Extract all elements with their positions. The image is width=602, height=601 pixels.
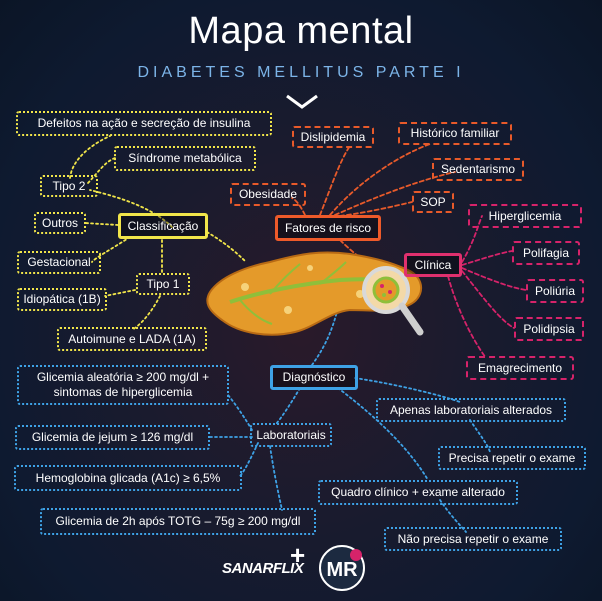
node-outros: Outros	[34, 212, 86, 234]
node-sedentarismo: Sedentarismo	[432, 158, 524, 181]
node-gestacional: Gestacional	[17, 251, 101, 274]
node-polifagia: Polifagia	[512, 241, 580, 265]
node-idiopatica: Idiopática (1B)	[17, 288, 107, 311]
node-apenas-laboratoriais: Apenas laboratoriais alterados	[376, 398, 566, 422]
page-title: Mapa mental	[188, 10, 414, 52]
chevron-down-icon	[286, 94, 318, 109]
sanarflix-logo-part1: SANAR	[222, 560, 273, 577]
node-defeitos-insulina: Defeitos na ação e secreção de insulina	[16, 111, 272, 136]
pancreas-illustration	[206, 251, 423, 336]
node-hiperglicemia: Hiperglicemia	[468, 204, 582, 228]
node-poliuria: Poliúria	[526, 279, 584, 303]
sanarflix-logo: SANARFLIX	[222, 560, 304, 577]
node-obesidade: Obesidade	[230, 183, 306, 206]
sanarflix-logo-part2: FLIX	[272, 560, 304, 577]
node-quadro-clinico: Quadro clínico + exame alterado	[318, 480, 518, 505]
node-laboratoriais: Laboratoriais	[250, 423, 332, 447]
plus-sign: +	[290, 540, 306, 570]
node-tipo-2: Tipo 2	[40, 175, 98, 197]
mr-logo-text: MR	[326, 559, 358, 581]
node-emagrecimento: Emagrecimento	[466, 356, 574, 380]
node-sindrome-metabolica: Síndrome metabólica	[114, 146, 256, 171]
node-tipo-1: Tipo 1	[136, 273, 190, 295]
node-classificacao: Classificação	[118, 213, 208, 239]
node-fatores-de-risco: Fatores de risco	[275, 215, 381, 241]
node-clinica: Clínica	[404, 253, 462, 277]
node-nao-precisa-repetir: Não precisa repetir o exame	[384, 527, 562, 551]
node-glicemia-totg: Glicemia de 2h após TOTG – 75g ≥ 200 mg/…	[40, 508, 316, 535]
node-historico-familiar: Histórico familiar	[398, 122, 512, 145]
node-autoimune-lada: Autoimune e LADA (1A)	[57, 327, 207, 351]
glicemia-aleatoria-line1: Glicemia aleatória ≥ 200 mg/dl +	[36, 370, 210, 384]
mr-logo-emblem: MR	[319, 545, 365, 591]
clinica-connectors	[447, 215, 527, 359]
mr-logo: MR	[312, 543, 372, 598]
classificacao-connectors	[69, 135, 247, 331]
node-hemoglobina-glicada: Hemoglobina glicada (A1c) ≥ 6,5%	[14, 465, 242, 491]
node-glicemia-aleatoria: Glicemia aleatória ≥ 200 mg/dl + sintoma…	[17, 365, 229, 405]
page-subtitle: DIABETES MELLITUS PARTE I	[137, 64, 465, 81]
node-glicemia-jejum: Glicemia de jejum ≥ 126 mg/dl	[15, 425, 210, 450]
magnifier-icon	[362, 266, 424, 336]
node-diagnostico: Diagnóstico	[270, 365, 358, 390]
node-dislipidemia: Dislipidemia	[292, 126, 374, 148]
glicemia-aleatoria-line2: sintomas de hiperglicemia	[53, 385, 193, 399]
node-polidipsia: Polidipsia	[514, 317, 584, 341]
node-sop: SOP	[412, 191, 454, 213]
node-precisa-repetir: Precisa repetir o exame	[438, 446, 586, 470]
